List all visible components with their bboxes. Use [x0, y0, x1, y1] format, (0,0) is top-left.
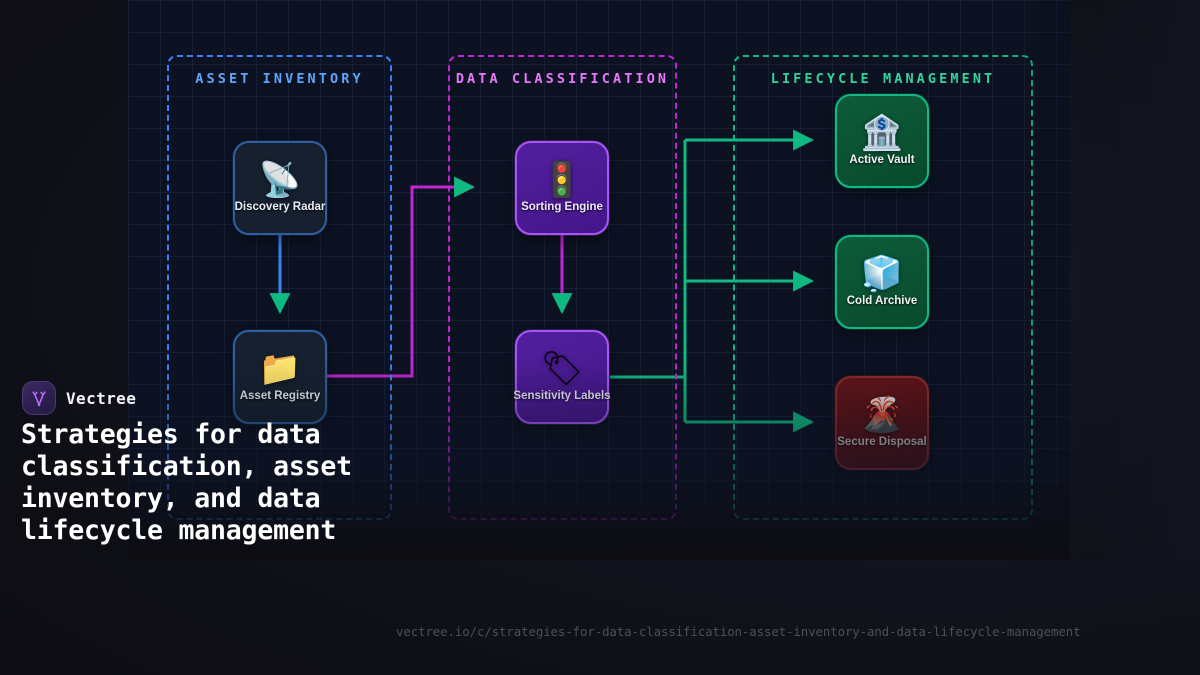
- card-index-dividers-icon: 📁: [258, 350, 302, 388]
- node-label-secure-disposal: Secure Disposal: [837, 436, 927, 448]
- page-title: Strategies for data classification, asse…: [21, 419, 352, 547]
- page-url: vectree.io/c/strategies-for-data-classif…: [396, 624, 1081, 639]
- section-label-data-classification: DATA CLASSIFICATION: [455, 71, 670, 87]
- node-sensitivity-labels[interactable]: 🏷 Sensitivity Labels: [513, 330, 611, 424]
- node-active-vault[interactable]: 🏦 Active Vault: [835, 94, 929, 188]
- ice-cube-icon: 🧊: [860, 255, 904, 293]
- node-label-discovery-radar: Discovery Radar: [234, 201, 326, 213]
- satellite-antenna-icon: 📡: [258, 161, 302, 199]
- brand-name: Vectree: [66, 388, 137, 408]
- brand: Vectree: [22, 381, 136, 415]
- vertical-traffic-light-icon: 🚦: [540, 161, 584, 199]
- section-label-lifecycle-management: LIFECYCLE MANAGEMENT: [770, 71, 996, 87]
- node-label-sorting-engine: Sorting Engine: [521, 201, 603, 213]
- node-label-sensitivity-labels: Sensitivity Labels: [513, 390, 611, 402]
- node-label-asset-registry: Asset Registry: [239, 390, 321, 402]
- node-sorting-engine[interactable]: 🚦 Sorting Engine: [515, 141, 609, 235]
- label-tag-icon: 🏷: [540, 350, 584, 388]
- node-label-active-vault: Active Vault: [849, 154, 915, 166]
- node-label-cold-archive: Cold Archive: [846, 295, 918, 307]
- volcano-icon: 🌋: [860, 396, 904, 434]
- node-discovery-radar[interactable]: 📡 Discovery Radar: [233, 141, 327, 235]
- section-label-asset-inventory: ASSET INVENTORY: [195, 71, 364, 87]
- section-data-classification: DATA CLASSIFICATION: [448, 55, 677, 520]
- bank-icon: 🏦: [860, 114, 904, 152]
- node-secure-disposal[interactable]: 🌋 Secure Disposal: [835, 376, 929, 470]
- vectree-logo: [22, 381, 56, 415]
- node-cold-archive[interactable]: 🧊 Cold Archive: [835, 235, 929, 329]
- vectree-tree-logo-icon: [32, 391, 46, 407]
- node-asset-registry[interactable]: 📁 Asset Registry: [233, 330, 327, 424]
